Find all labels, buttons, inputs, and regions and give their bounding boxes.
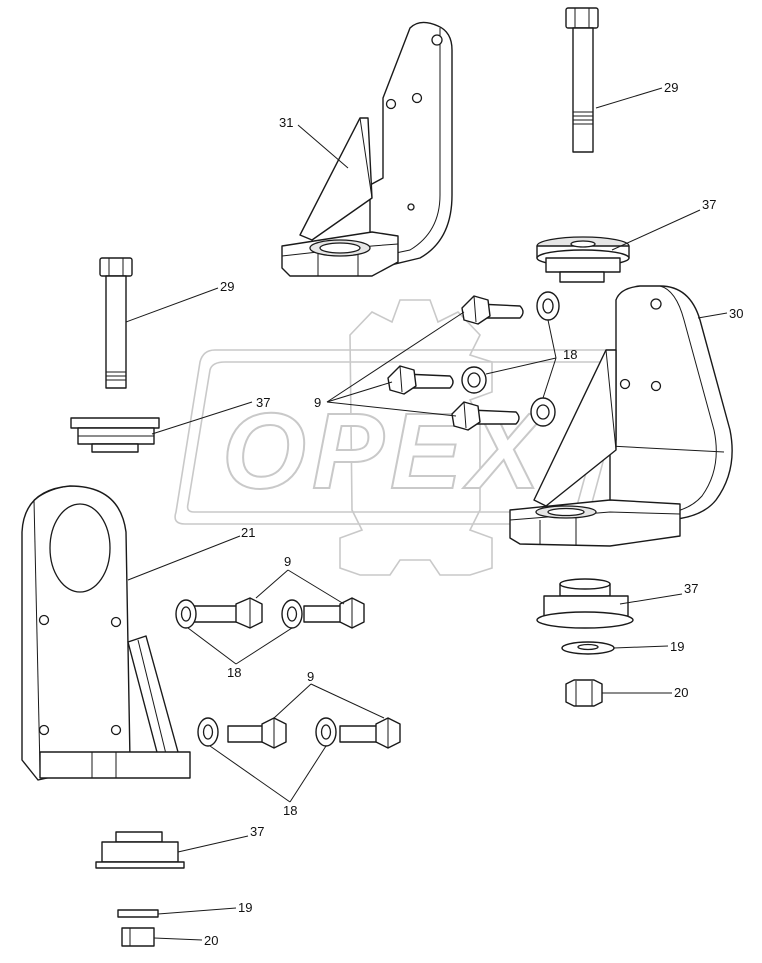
callout-37-left: 37 [256, 395, 270, 410]
callout-37-bottom: 37 [250, 824, 264, 839]
callout-29-top: 29 [664, 80, 678, 95]
part-37-mount-top [536, 236, 630, 283]
part-21-bracket [21, 485, 191, 781]
part-31-bracket [281, 21, 453, 277]
callout-19-right: 19 [670, 639, 684, 654]
part-37-mount-bottom [95, 831, 185, 869]
part-19-washer-bottom [117, 909, 159, 918]
callout-29-left: 29 [220, 279, 234, 294]
part-18-washers-set-b [197, 717, 337, 747]
callout-37-right: 37 [684, 581, 698, 596]
callout-9-a: 9 [284, 554, 291, 569]
part-37-mount-right [536, 578, 634, 629]
callout-21: 21 [241, 525, 255, 540]
callout-20-bottom: 20 [204, 933, 218, 948]
callout-18-mid: 18 [563, 347, 577, 362]
part-19-washer-right [561, 641, 615, 655]
callout-19-bottom: 19 [238, 900, 252, 915]
part-9-bolts-set-b [227, 717, 401, 749]
callout-9-mid: 9 [314, 395, 321, 410]
callout-37-top: 37 [702, 197, 716, 212]
callout-20-right: 20 [674, 685, 688, 700]
part-20-nut-right [565, 679, 603, 707]
callout-labels: 31 29 37 29 30 18 9 37 21 9 37 19 18 20 … [204, 80, 743, 948]
watermark-gear-icon [339, 299, 493, 576]
part-18-washers-set-a [175, 599, 303, 629]
part-9-bolts-middle [387, 295, 524, 431]
part-9-bolts-set-a [193, 597, 365, 629]
leader-lines [125, 87, 728, 941]
part-37-mount-left [70, 417, 160, 453]
callout-9-b: 9 [307, 669, 314, 684]
part-20-nut-bottom [121, 927, 155, 947]
part-18-washers-middle [461, 291, 560, 427]
part-29-bolt-top [565, 7, 599, 153]
callout-18-a: 18 [227, 665, 241, 680]
callout-18-b: 18 [283, 803, 297, 818]
callout-30: 30 [729, 306, 743, 321]
callout-31: 31 [279, 115, 293, 130]
part-30-bracket [509, 285, 733, 547]
part-29-bolt-left [99, 257, 133, 389]
